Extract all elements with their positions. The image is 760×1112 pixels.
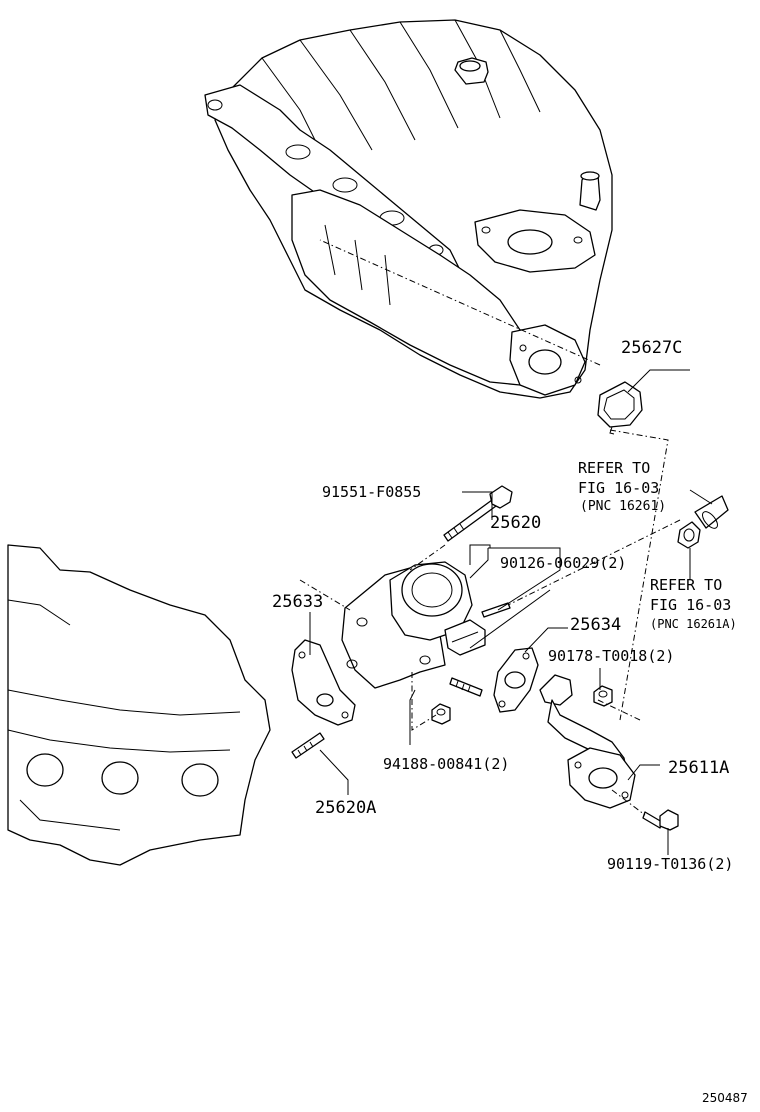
label-refer2-line3: (PNC 16261A): [650, 617, 737, 631]
label-90178-T0018[interactable]: 90178-T0018(2): [548, 647, 675, 665]
stud-94188-lower: [449, 677, 483, 697]
alignment-lines: [299, 239, 681, 816]
label-refer1-line3: (PNC 16261): [580, 499, 667, 514]
label-refer2-line1: REFER TO: [650, 576, 723, 594]
label-90119-T0136[interactable]: 90119-T0136(2): [607, 855, 734, 873]
label-25627C[interactable]: 25627C: [621, 338, 683, 358]
cylinder-head: [7, 544, 271, 866]
label-90126-06029[interactable]: 90126-06029(2): [500, 554, 627, 572]
hose: [694, 495, 729, 529]
bolt-90119: [642, 809, 679, 831]
gasket-25634: [493, 647, 539, 713]
label-refer2-line2[interactable]: FIG 16-03: [650, 596, 732, 614]
nut-90178: [593, 685, 613, 707]
gasket-25633: [291, 639, 356, 726]
label-25634[interactable]: 25634: [570, 615, 622, 635]
intake-manifold: [204, 19, 613, 399]
label-91551-F0855[interactable]: 91551-F0855: [322, 483, 422, 501]
nut-94188: [431, 703, 451, 725]
egr-valve-25620: [341, 561, 511, 689]
stud-25620A: [291, 732, 325, 759]
egr-pipe-25611A: [539, 674, 636, 809]
label-25620A[interactable]: 25620A: [315, 798, 377, 818]
hose-clamp: [677, 521, 701, 549]
label-94188-00841[interactable]: 94188-00841(2): [383, 755, 510, 773]
label-25620[interactable]: 25620: [490, 513, 542, 533]
gasket-25627C: [597, 381, 643, 435]
figure-id: 250487: [702, 1091, 748, 1105]
label-refer1-line1: REFER TO: [578, 459, 651, 477]
label-25633[interactable]: 25633: [272, 592, 324, 612]
leader-lines: [309, 369, 713, 855]
label-refer1-line2[interactable]: FIG 16-03: [578, 479, 660, 497]
label-25611A[interactable]: 25611A: [668, 758, 730, 778]
